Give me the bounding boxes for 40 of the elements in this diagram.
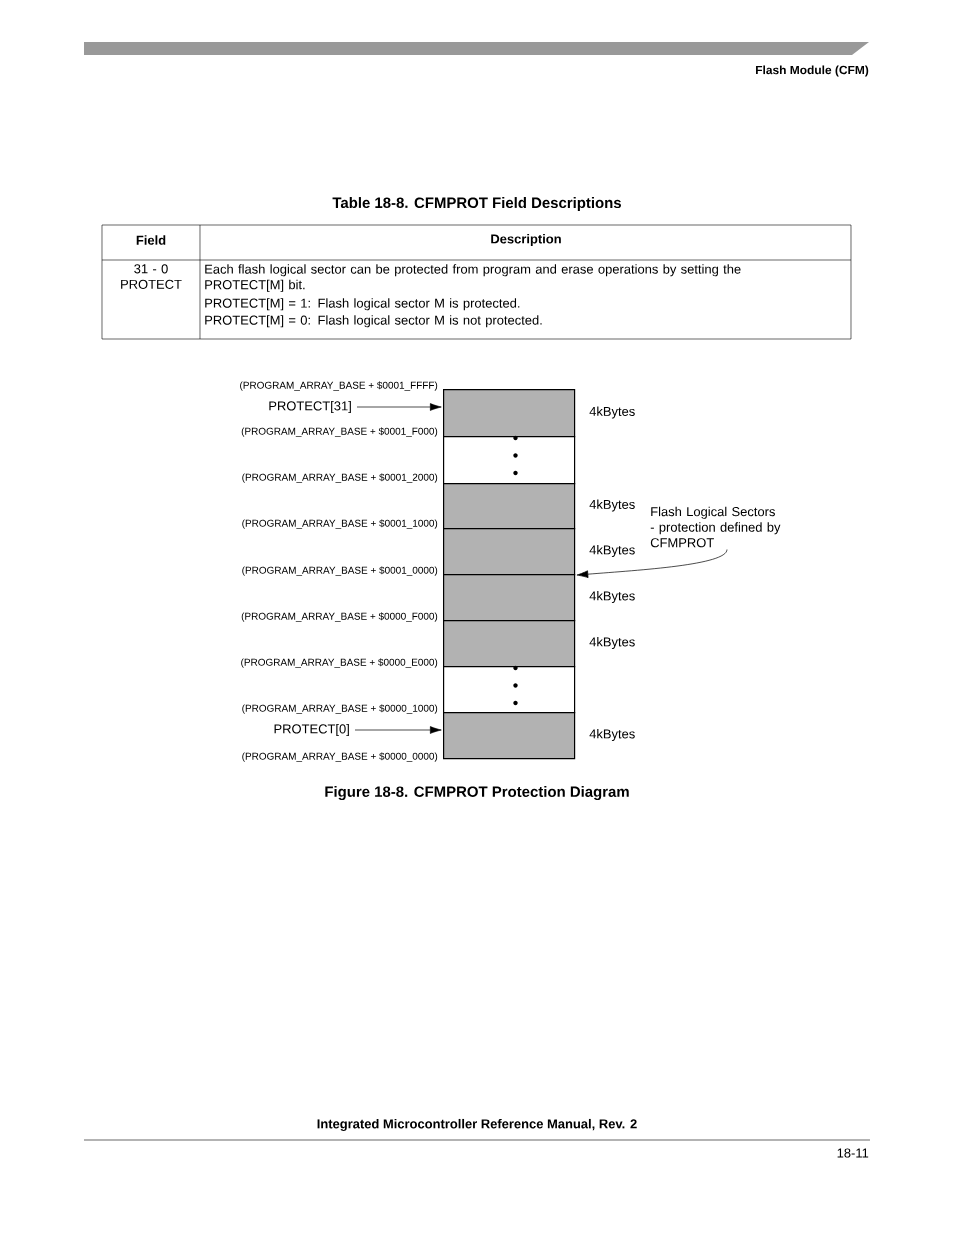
memory-sector-block <box>443 389 576 438</box>
memory-sector-block <box>443 483 576 530</box>
size-label: 4kBytes <box>589 499 635 512</box>
figure-caption: Figure 18-8. CFMPROT Protection Diagram <box>325 786 629 800</box>
page-number: 18-11 <box>837 1148 869 1158</box>
table-cell: PROTECT[M] = 1: Flash logical sector M is protected. <box>205 298 520 311</box>
size-label: 4kBytes <box>589 728 635 742</box>
table-cell: 31 - 0 PROTECT <box>121 264 182 289</box>
size-label: 4kBytes <box>589 636 635 650</box>
size-label: 4kBytes <box>589 590 635 604</box>
address-label: (PROGRAM_ARRAY_BASE + $0001_1000) <box>242 519 438 529</box>
memory-sector-block <box>443 528 576 576</box>
address-label: (PROGRAM_ARRAY_BASE + $0000_F000) <box>241 612 438 622</box>
address-label: (PROGRAM_ARRAY_BASE + $0001_2000) <box>242 473 438 483</box>
column-header: Description <box>491 233 561 247</box>
footer-title: Integrated Microcontroller Reference Manual, Rev. 2 <box>317 1118 637 1132</box>
ellipsis-block <box>443 435 576 485</box>
leader-line <box>576 549 728 578</box>
protect-bit-label: PROTECT[31] <box>269 400 351 414</box>
size-label: 4kBytes <box>589 544 635 558</box>
address-label: (PROGRAM_ARRAY_BASE + $0001_0000) <box>242 566 438 576</box>
column-header: Field <box>136 235 166 245</box>
memory-sector-block <box>443 620 576 668</box>
ellipsis-block <box>443 665 576 714</box>
callout-text: Flash Logical Sectors - protection defined by CFMPROT <box>650 506 781 548</box>
address-label: (PROGRAM_ARRAY_BASE + $0000_1000) <box>242 704 438 714</box>
address-label: (PROGRAM_ARRAY_BASE + $0001_FFFF) <box>240 381 438 391</box>
address-label: (PROGRAM_ARRAY_BASE + $0001_F000) <box>241 427 438 437</box>
table-cell: PROTECT[M] = 0: Flash logical sector M is not protected. <box>205 315 542 328</box>
table-title: Table 18-8. CFMPROT Field Descriptions <box>332 197 621 211</box>
size-label: 4kBytes <box>589 406 635 419</box>
table-cell: Each flash logical sector can be protected from program and erase operations by setting the PROTECT[M] bit. <box>205 264 741 292</box>
protect-bit-label: PROTECT[0] <box>274 723 349 737</box>
address-label: (PROGRAM_ARRAY_BASE + $0000_E000) <box>241 658 438 668</box>
memory-sector-block <box>443 712 576 760</box>
running-header: Flash Module (CFM) <box>756 65 869 77</box>
address-label: (PROGRAM_ARRAY_BASE + $0000_0000) <box>242 752 438 762</box>
arrow <box>354 726 442 734</box>
arrow <box>356 403 442 411</box>
memory-sector-block <box>443 574 576 622</box>
